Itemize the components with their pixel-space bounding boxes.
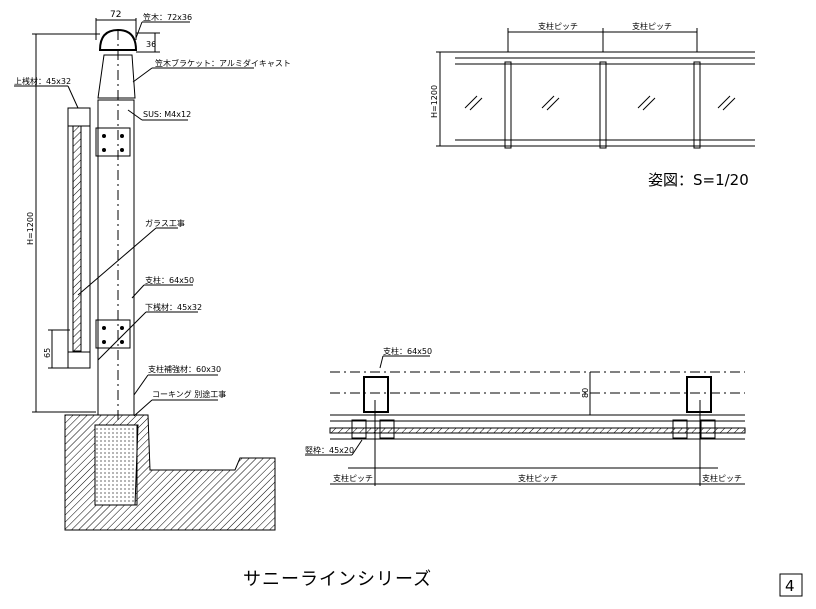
plan-label-frame: 竪枠：45x20 — [305, 445, 354, 455]
plan-label-post: 支柱：64x50 — [383, 346, 432, 356]
label-post-reinforce: 支柱補強材：60x30 — [148, 364, 221, 374]
post — [97, 99, 135, 416]
glass-panel — [72, 125, 82, 352]
plan-post-left — [363, 376, 389, 413]
mortar-fill — [94, 424, 138, 506]
dim-width: 72 — [110, 10, 121, 20]
glass-marks — [464, 95, 736, 111]
elevation-pitch-2: 支柱ピッチ — [632, 21, 672, 31]
label-bracket: 笠木ブラケット：アルミダイキャスト — [155, 58, 291, 68]
label-caulking: コーキング 別途工事 — [152, 389, 226, 399]
plan-dim-depth: 80 — [581, 388, 590, 398]
dim-cap-height: 36 — [146, 40, 156, 49]
elevation-height: H=1200 — [430, 85, 439, 118]
section-view: 72 36 笠木：72x36 笠木ブラケット：アルミダイキャスト SUS: M4… — [14, 10, 291, 531]
scale-caption: 姿図：S=1/20 — [648, 171, 749, 189]
label-screw: SUS: M4x12 — [143, 110, 191, 119]
label-bottom-rail: 下桟材：45x32 — [145, 302, 202, 312]
plan-pitch-3: 支柱ピッチ — [702, 473, 742, 483]
page-number-box — [779, 573, 803, 597]
plan-pitch-1: 支柱ピッチ — [333, 473, 373, 483]
dim-height: H=1200 — [26, 212, 35, 245]
label-top-rail: 上桟材：45x32 — [14, 76, 71, 86]
bracket — [97, 54, 136, 99]
label-post: 支柱：64x50 — [145, 275, 194, 285]
elevation-view: 支柱ピッチ 支柱ピッチ H=1200 姿図：S=1/20 — [430, 21, 755, 189]
plan-view: 支柱：64x50 80 竪枠：45x20 支柱ピッチ 支柱ピッチ 支柱ピッチ — [305, 346, 746, 486]
label-glass: ガラス工事 — [145, 218, 185, 228]
plan-post-right — [686, 376, 712, 413]
elevation-pitch-1: 支柱ピッチ — [538, 21, 578, 31]
page-number: 4 — [785, 577, 795, 595]
label-handrail: 笠木：72x36 — [143, 12, 192, 22]
series-title: サニーラインシリーズ — [243, 569, 432, 590]
dim-bottom: 65 — [43, 348, 52, 358]
plan-pitch-2: 支柱ピッチ — [518, 473, 558, 483]
